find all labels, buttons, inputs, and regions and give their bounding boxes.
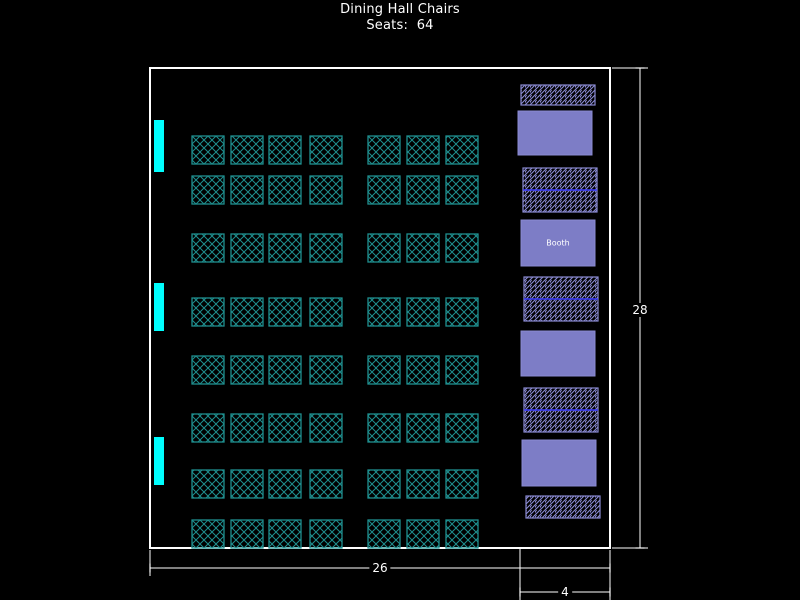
chair-r7-c5[interactable] [367, 469, 401, 499]
chair-r7-c7[interactable] [445, 469, 479, 499]
chair-r5-c7[interactable] [445, 355, 479, 385]
chair-r2-c1[interactable] [191, 175, 225, 205]
chair-r1-c1[interactable] [191, 135, 225, 165]
chair-r1-c3[interactable] [268, 135, 302, 165]
chair-r4-c7[interactable] [445, 297, 479, 327]
chair-r4-c6[interactable] [406, 297, 440, 327]
chair-r5-c6[interactable] [406, 355, 440, 385]
chair-r6-c1[interactable] [191, 413, 225, 443]
chair-r6-c2[interactable] [230, 413, 264, 443]
chair-r2-c3[interactable] [268, 175, 302, 205]
booth-table[interactable] [520, 219, 596, 267]
chair-r5-c2[interactable] [230, 355, 264, 385]
door-marker-1[interactable] [154, 120, 164, 172]
chair-r8-c2[interactable] [230, 519, 264, 549]
chair-r5-c5[interactable] [367, 355, 401, 385]
chair-r1-c2[interactable] [230, 135, 264, 165]
chair-r4-c1[interactable] [191, 297, 225, 327]
chair-r2-c4[interactable] [309, 175, 343, 205]
chair-r8-c3[interactable] [268, 519, 302, 549]
chair-r7-c3[interactable] [268, 469, 302, 499]
chair-r5-c3[interactable] [268, 355, 302, 385]
chair-r2-c7[interactable] [445, 175, 479, 205]
chair-r3-c1[interactable] [191, 233, 225, 263]
chair-r6-c7[interactable] [445, 413, 479, 443]
chair-r8-c4[interactable] [309, 519, 343, 549]
chair-r6-c5[interactable] [367, 413, 401, 443]
chair-r3-c4[interactable] [309, 233, 343, 263]
chair-r1-c7[interactable] [445, 135, 479, 165]
chair-r6-c3[interactable] [268, 413, 302, 443]
chair-r4-c3[interactable] [268, 297, 302, 327]
seat-count-label: Seats: 64 [366, 18, 434, 34]
chair-r6-c4[interactable] [309, 413, 343, 443]
chair-r4-c4[interactable] [309, 297, 343, 327]
chair-r7-c4[interactable] [309, 469, 343, 499]
chair-r7-c2[interactable] [230, 469, 264, 499]
chair-r3-c6[interactable] [406, 233, 440, 263]
table-1[interactable] [517, 110, 593, 156]
chair-r7-c1[interactable] [191, 469, 225, 499]
door-marker-2[interactable] [154, 283, 164, 331]
overall-width-text: 26 [369, 561, 391, 575]
overall-height-text: 28 [629, 303, 651, 317]
chair-r3-c2[interactable] [230, 233, 264, 263]
chair-r1-c4[interactable] [309, 135, 343, 165]
chair-r4-c2[interactable] [230, 297, 264, 327]
chair-r8-c5[interactable] [367, 519, 401, 549]
chair-r7-c6[interactable] [406, 469, 440, 499]
chair-r8-c6[interactable] [406, 519, 440, 549]
chair-r2-c2[interactable] [230, 175, 264, 205]
page-title: Dining Hall Chairs [340, 2, 460, 17]
chair-r8-c7[interactable] [445, 519, 479, 549]
chair-r1-c6[interactable] [406, 135, 440, 165]
chair-r6-c6[interactable] [406, 413, 440, 443]
bench-top[interactable] [520, 84, 596, 106]
table-2[interactable] [520, 330, 596, 377]
chair-r2-c5[interactable] [367, 175, 401, 205]
door-marker-3[interactable] [154, 437, 164, 485]
chair-r5-c1[interactable] [191, 355, 225, 385]
chair-r5-c4[interactable] [309, 355, 343, 385]
chair-r2-c6[interactable] [406, 175, 440, 205]
chair-r4-c5[interactable] [367, 297, 401, 327]
chair-r1-c5[interactable] [367, 135, 401, 165]
chair-r8-c1[interactable] [191, 519, 225, 549]
table-3[interactable] [521, 439, 597, 487]
chair-r3-c7[interactable] [445, 233, 479, 263]
drawing-title-block: Dining Hall Chairs Seats: 64 [0, 2, 800, 35]
booth-width-text: 4 [558, 585, 572, 599]
chair-r3-c5[interactable] [367, 233, 401, 263]
chair-r3-c3[interactable] [268, 233, 302, 263]
bench-bottom[interactable] [525, 495, 601, 519]
